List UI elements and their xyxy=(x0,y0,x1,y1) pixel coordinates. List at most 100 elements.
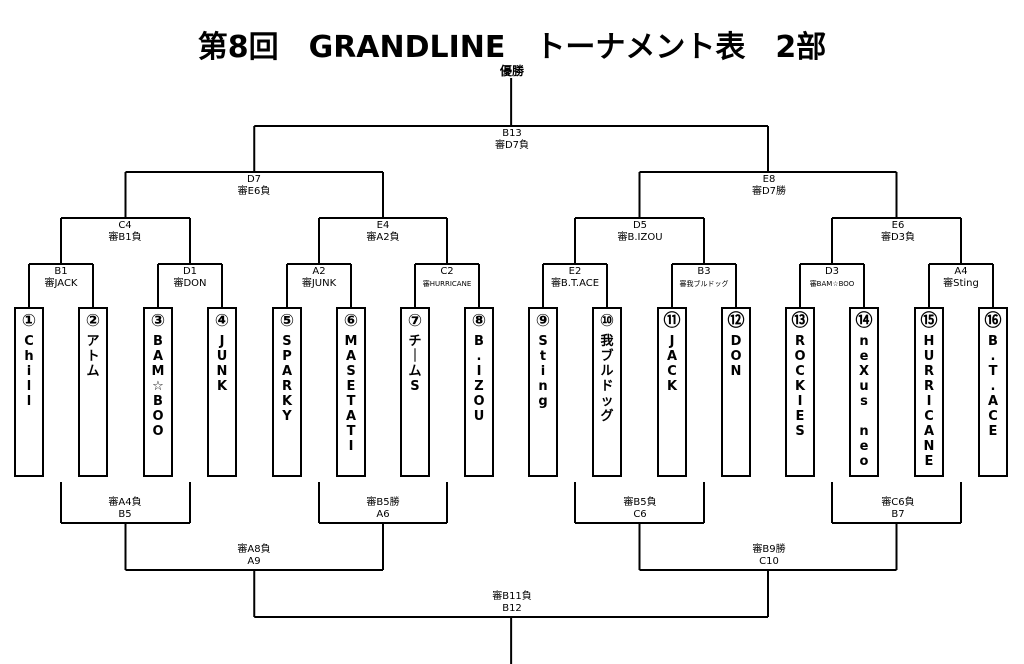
match-id: A4 xyxy=(954,266,968,277)
team-name-char: ル xyxy=(600,364,614,379)
team-name-char: T xyxy=(988,364,998,379)
team-name-char: E xyxy=(795,409,805,424)
team-name-char: t xyxy=(539,349,547,364)
team-name-char: R xyxy=(281,379,292,394)
team-name-char: R xyxy=(923,379,934,394)
team-name-char: A xyxy=(152,349,164,364)
match-label-A2: A2 審JUNK xyxy=(249,266,389,290)
match-id: E6 xyxy=(891,220,905,231)
team-name-char: T xyxy=(346,394,356,409)
team-name-char: s xyxy=(860,394,868,409)
team-name: アトム xyxy=(86,334,99,379)
team-name-char: e xyxy=(859,349,869,364)
team-name-char: N xyxy=(216,364,228,379)
team-name-char: e xyxy=(859,439,869,454)
team-seed-number: ⑩ xyxy=(599,311,615,331)
team-name-char: ト xyxy=(86,349,100,364)
match-referee: 審JUNK xyxy=(301,278,337,289)
team-name-char: S xyxy=(795,424,805,439)
team-name-char: ム xyxy=(408,364,422,379)
match-referee: 審E6負 xyxy=(237,186,271,197)
team-name-char: Z xyxy=(474,379,484,394)
team-name-char: C xyxy=(795,364,805,379)
team-name-char: A xyxy=(345,349,357,364)
match-referee: 審DON xyxy=(173,278,207,289)
match-referee: 審B9勝 xyxy=(752,544,786,555)
team-name-char: l xyxy=(26,394,32,409)
team-name-char: B xyxy=(988,334,998,349)
match-label-E2: E2 審B.T.ACE xyxy=(505,266,645,290)
team-name-char: I xyxy=(797,394,803,409)
team-name-char: U xyxy=(216,349,228,364)
team-name-char: ム xyxy=(86,364,100,379)
team-name-char: ｜ xyxy=(408,349,422,364)
team-name-char: A xyxy=(281,364,293,379)
team-name-char: C xyxy=(988,409,998,424)
match-id: D1 xyxy=(182,266,198,277)
team-name-char: S xyxy=(538,334,548,349)
champion-label: 優勝 xyxy=(499,64,524,78)
team-name-char: C xyxy=(667,364,677,379)
team-name-char: E xyxy=(346,379,356,394)
team-seed-number: ⑮ xyxy=(920,311,938,331)
team-name-char: N xyxy=(923,439,935,454)
match-id: B3 xyxy=(697,266,711,277)
team-name-char: Y xyxy=(282,409,292,424)
team-name-char: S xyxy=(282,334,292,349)
match-label-B3: B3 審我ブルドッグ xyxy=(634,266,774,290)
match-label-E8: E8 審D7勝 xyxy=(699,174,839,198)
match-label-E4: E4 審A2負 xyxy=(313,220,453,244)
team-name-char: O xyxy=(473,394,485,409)
match-label-B12: 審B11負 B12 xyxy=(442,591,582,615)
team-name-char: o xyxy=(859,454,869,469)
team-name-char: U xyxy=(923,349,935,364)
team-name-char: . xyxy=(990,379,996,394)
match-id: C2 xyxy=(440,266,454,277)
match-referee: 審D3負 xyxy=(880,232,916,243)
team-name-char: H xyxy=(923,334,935,349)
match-referee: 審B11負 xyxy=(492,591,532,602)
match-referee: 審A4負 xyxy=(108,497,142,508)
team-name-char: R xyxy=(923,364,934,379)
team-name-char: A xyxy=(923,424,935,439)
match-id: A9 xyxy=(247,556,261,567)
team-seed-number: ⑨ xyxy=(535,311,551,331)
match-label-B5: 審A4負 B5 xyxy=(55,497,195,521)
team-name-char: ッ xyxy=(600,394,614,409)
match-label-C4: C4 審B1負 xyxy=(55,220,195,244)
team-seed-number: ⑧ xyxy=(471,311,487,331)
match-label-D3: D3 審BAM☆BOO xyxy=(762,266,902,290)
team-name-char: O xyxy=(794,349,806,364)
match-referee: 審JACK xyxy=(44,278,78,289)
match-label-C2: C2 審HURRICANE xyxy=(377,266,517,290)
team-seed-number: ⑥ xyxy=(343,311,359,331)
team-seed-number: ⑦ xyxy=(407,311,423,331)
match-id: E8 xyxy=(762,174,776,185)
team-name-char: B xyxy=(474,334,484,349)
team-name-char: R xyxy=(794,334,805,349)
match-label-C10: 審B9勝 C10 xyxy=(699,544,839,568)
team-name-char: E xyxy=(924,454,934,469)
match-label-B1: B1 審JACK xyxy=(0,266,131,290)
team-name-char: M xyxy=(344,334,358,349)
team-name-char: ☆ xyxy=(152,379,164,394)
match-id: D7 xyxy=(246,174,262,185)
match-id: B1 xyxy=(54,266,68,277)
match-id: D3 xyxy=(824,266,840,277)
page-title: 第8回 GRANDLINE トーナメント表 2部 xyxy=(197,30,827,65)
match-referee: 審D7負 xyxy=(494,140,530,151)
team-name-char: C xyxy=(924,409,934,424)
match-referee: 審D7勝 xyxy=(751,186,787,197)
match-id: B12 xyxy=(502,603,522,614)
team-seed-number: ⑫ xyxy=(727,311,745,331)
